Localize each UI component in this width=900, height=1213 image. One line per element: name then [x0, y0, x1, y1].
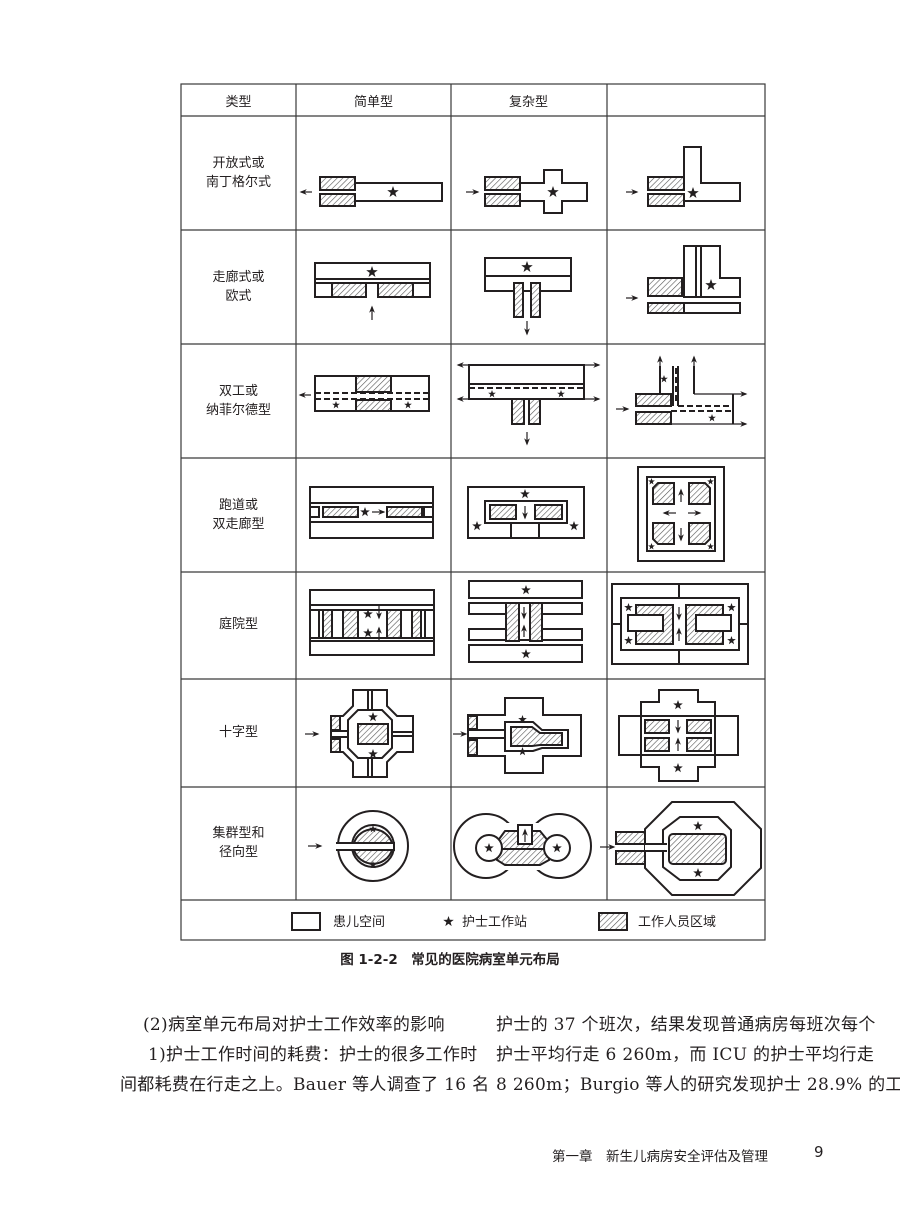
diagram-corridor-variant: [626, 245, 741, 314]
label-line: 南丁格尔式: [205, 175, 271, 190]
legend-patient-space-swatch: [291, 912, 321, 931]
diagram-corridor-simple: [314, 262, 431, 320]
diagram-duplex-simple: [298, 375, 430, 412]
body-right-line-3: 8 260m；Burgio 等人的研究发现护士 28.9% 的工: [496, 1075, 900, 1095]
label-line: 径向型: [218, 845, 258, 860]
body-right-line-1: 护士的 37 个班次，结果发现普通病房每班次每个: [496, 1015, 876, 1035]
legend-staff-area-swatch: [598, 912, 628, 931]
diagram-corridor-complex: [484, 257, 572, 336]
row-label-cluster: 集群型和 径向型: [181, 824, 296, 862]
body-right-line-2: 护士平均行走 6 260m，而 ICU 的护士平均行走: [496, 1045, 875, 1065]
table-grid: [180, 83, 766, 941]
diagram-open-variant: [626, 146, 741, 207]
legend-staff-area: 工作人员区域: [638, 915, 717, 930]
row-label-cross: 十字型: [181, 723, 296, 742]
row-label-duplex: 双工或 纳菲尔德型: [181, 382, 296, 420]
header-complex: 复杂型: [508, 95, 548, 110]
body-left-line-3: 间都耗费在行走之上。Bauer 等人调查了 16 名: [120, 1075, 490, 1095]
label-line: 庭院型: [218, 617, 258, 632]
diagram-racetrack-complex: [467, 486, 585, 539]
row-label-open: 开放式或 南丁格尔式: [181, 154, 296, 192]
diagram-racetrack-simple: [309, 486, 434, 539]
diagram-open-simple: [299, 176, 443, 207]
legend-nurse-station: 护士工作站: [462, 915, 528, 930]
running-footer-chapter: 第一章 新生儿病房安全评估及管理: [552, 1149, 768, 1165]
body-left-line-2: 1)护士工作时间的耗费：护士的很多工作时: [148, 1045, 478, 1065]
diagram-courtyard-simple: [309, 589, 435, 656]
diagram-open-complex: [466, 169, 588, 214]
label-line: 跑道或: [218, 498, 258, 513]
diagram-cluster-simple: [308, 810, 409, 882]
label-line: 双工或: [218, 384, 258, 399]
label-line: 欧式: [225, 289, 252, 304]
label-line: 集群型和: [212, 826, 265, 841]
row-label-courtyard: 庭院型: [181, 615, 296, 634]
diagram-cross-variant: [618, 689, 739, 782]
label-line: 开放式或: [212, 156, 265, 171]
diagram-cluster-complex: [453, 813, 592, 879]
diagram-racetrack-variant: [637, 466, 725, 562]
nurse-station-star-icon: [708, 414, 716, 422]
row-label-racetrack: 跑道或 双走廊型: [181, 496, 296, 534]
body-left-line-1: (2)病室单元布局对护士工作效率的影响: [143, 1015, 445, 1035]
diagram-courtyard-variant: [611, 583, 749, 665]
label-line: 走廊式或: [212, 270, 265, 285]
header-type: 类型: [225, 95, 252, 110]
page-number: 9: [814, 1143, 824, 1161]
diagram-duplex-complex: [456, 362, 601, 446]
nurse-station-star-icon: [660, 375, 668, 383]
diagram-cross-complex: [453, 697, 582, 774]
label-line: 纳菲尔德型: [205, 403, 271, 418]
diagram-cluster-variant: [600, 801, 762, 896]
row-label-corridor: 走廊式或 欧式: [181, 268, 296, 306]
header-simple: 简单型: [353, 95, 393, 110]
diagram-courtyard-complex: [468, 580, 583, 663]
label-line: 双走廊型: [212, 517, 265, 532]
label-line: 十字型: [218, 725, 258, 740]
legend-star-icon: [443, 916, 454, 927]
figure-caption: 图 1-2-2 常见的医院病室单元布局: [340, 952, 560, 968]
diagram-duplex-variant: [616, 355, 748, 427]
legend-patient-space: 患儿空间: [333, 915, 386, 930]
diagram-cross-simple: [305, 689, 414, 778]
